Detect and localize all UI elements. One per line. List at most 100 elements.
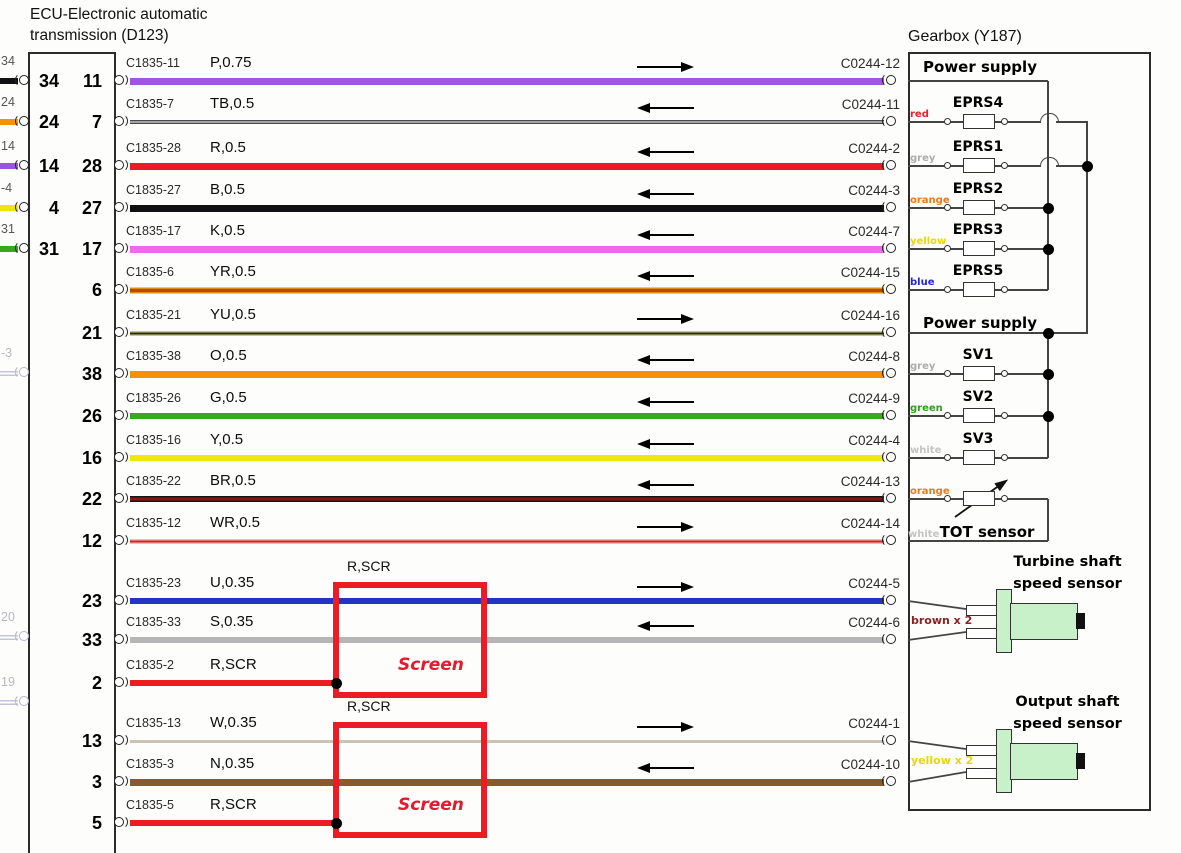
connector-jack-icon bbox=[114, 631, 128, 646]
direction-arrow-left-icon bbox=[637, 355, 694, 364]
connector-jack-icon bbox=[882, 490, 896, 505]
wire-code-label: Y,0.5 bbox=[210, 431, 244, 448]
gearbox-internal-wire bbox=[1086, 122, 1088, 333]
wire-destination-label: C0244-5 bbox=[848, 576, 900, 591]
component-name-label: SV1 bbox=[962, 347, 994, 363]
sensor-title-line2: speed sensor bbox=[1013, 716, 1122, 732]
wire-code-label: S,0.35 bbox=[210, 613, 254, 630]
wire-code-label: R,SCR bbox=[210, 796, 257, 813]
connector-jack-icon bbox=[114, 732, 128, 747]
component-name-label: EPRS3 bbox=[952, 222, 1004, 238]
junction-dot bbox=[330, 817, 342, 829]
ecu-pin-number: 5 bbox=[91, 813, 102, 833]
connector-jack-icon bbox=[882, 240, 896, 255]
gearbox-wire-color-label: white bbox=[910, 445, 942, 456]
connector-jack-icon bbox=[114, 532, 128, 547]
resistor bbox=[963, 200, 995, 215]
connector-jack-icon bbox=[882, 72, 896, 87]
ecu-pin-number: 23 bbox=[81, 591, 102, 611]
wire bbox=[130, 680, 339, 686]
wire-destination-label: C0244-15 bbox=[840, 265, 900, 280]
screen-wire-label: R,SCR bbox=[347, 558, 391, 574]
wire-connector-label: C1835-27 bbox=[126, 183, 181, 197]
resistor bbox=[963, 408, 995, 423]
wire-code-label: WR,0.5 bbox=[210, 514, 261, 531]
terminal-circle bbox=[944, 370, 952, 378]
sensor-lead-line bbox=[907, 631, 967, 641]
sensor-body bbox=[1010, 603, 1078, 640]
component-name-label: SV3 bbox=[962, 431, 994, 447]
direction-arrow-left-icon bbox=[637, 147, 694, 156]
wire-code-label: G,0.5 bbox=[210, 389, 247, 406]
connector-jack-icon bbox=[114, 407, 128, 422]
wire-connector-label: C1835-13 bbox=[126, 716, 181, 730]
edge-stub-label: -4 bbox=[1, 181, 13, 195]
power-supply-label: Power supply bbox=[923, 314, 1037, 332]
screen-label: Screen bbox=[398, 795, 464, 815]
wire bbox=[130, 740, 884, 743]
resistor bbox=[963, 241, 995, 256]
edge-stub-label: 34 bbox=[1, 54, 15, 68]
resistor bbox=[963, 282, 995, 297]
wire bbox=[130, 163, 884, 170]
gearbox-internal-wire bbox=[1047, 81, 1049, 290]
edge-stub-label: 24 bbox=[1, 95, 15, 109]
connector-jack-icon bbox=[882, 407, 896, 422]
direction-arrow-right-icon bbox=[637, 62, 694, 71]
connector-jack-icon bbox=[114, 592, 128, 607]
terminal-circle bbox=[1001, 245, 1009, 253]
edge-stub-wire bbox=[0, 371, 18, 376]
connector-jack-icon bbox=[15, 199, 29, 214]
connector-jack-icon bbox=[882, 199, 896, 214]
wire-code-label: TB,0.5 bbox=[210, 95, 255, 112]
connector-jack-icon bbox=[114, 199, 128, 214]
resistor bbox=[963, 450, 995, 465]
terminal-circle bbox=[1001, 495, 1009, 503]
wire-connector-label: C1835-26 bbox=[126, 391, 181, 405]
wire-connector-label: C1835-22 bbox=[126, 474, 181, 488]
edge-stub-label: 20 bbox=[1, 610, 15, 624]
wire-connector-label: C1835-2 bbox=[126, 658, 174, 672]
gearbox-internal-wire bbox=[1056, 121, 1088, 123]
ecu-pin-number: 11 bbox=[82, 71, 102, 91]
terminal-circle bbox=[1001, 204, 1009, 212]
connector-jack-icon bbox=[882, 365, 896, 380]
gearbox-wire-color-label: orange bbox=[910, 195, 950, 206]
connector-jack-icon bbox=[114, 814, 128, 829]
ecu-pin-number: 3 bbox=[91, 772, 102, 792]
terminal-circle bbox=[1001, 454, 1009, 462]
junction-dot bbox=[1042, 368, 1054, 380]
edge-stub-label: 31 bbox=[1, 222, 15, 236]
wire-destination-label: C0244-3 bbox=[848, 183, 900, 198]
connector-jack-icon bbox=[114, 113, 128, 128]
gearbox-wire-color-label: blue bbox=[910, 277, 935, 288]
gearbox-title: Gearbox (Y187) bbox=[908, 28, 1022, 45]
gearbox-internal-wire bbox=[1047, 333, 1049, 458]
sensor-lead-line bbox=[907, 740, 967, 750]
wire-destination-label: C0244-10 bbox=[840, 757, 900, 772]
connector-jack-icon bbox=[882, 592, 896, 607]
connector-jack-icon bbox=[114, 490, 128, 505]
ecu-pin-number-left: 31 bbox=[38, 239, 59, 259]
ecu-pin-number: 7 bbox=[91, 112, 102, 132]
terminal-circle bbox=[944, 118, 952, 126]
direction-arrow-left-icon bbox=[637, 480, 694, 489]
ecu-pin-number: 16 bbox=[81, 448, 102, 468]
wire-connector-label: C1835-11 bbox=[126, 56, 180, 70]
ecu-pin-number: 33 bbox=[81, 630, 102, 650]
connector-jack-icon bbox=[882, 631, 896, 646]
wire-code-label: R,0.5 bbox=[210, 139, 246, 156]
direction-arrow-left-icon bbox=[637, 397, 694, 406]
wire bbox=[130, 331, 884, 336]
wire-connector-label: C1835-7 bbox=[126, 97, 174, 111]
component-name-label: EPRS4 bbox=[952, 95, 1004, 111]
wire-connector-label: C1835-16 bbox=[126, 433, 181, 447]
terminal-circle bbox=[1001, 412, 1009, 420]
wire-code-label: R,SCR bbox=[210, 656, 257, 673]
connector-jack-icon bbox=[882, 773, 896, 788]
component-name-label: EPRS5 bbox=[952, 263, 1004, 279]
edge-stub-wire bbox=[0, 700, 18, 705]
resistor bbox=[963, 114, 995, 129]
junction-dot bbox=[1042, 410, 1054, 422]
component-name-label: EPRS2 bbox=[952, 181, 1004, 197]
